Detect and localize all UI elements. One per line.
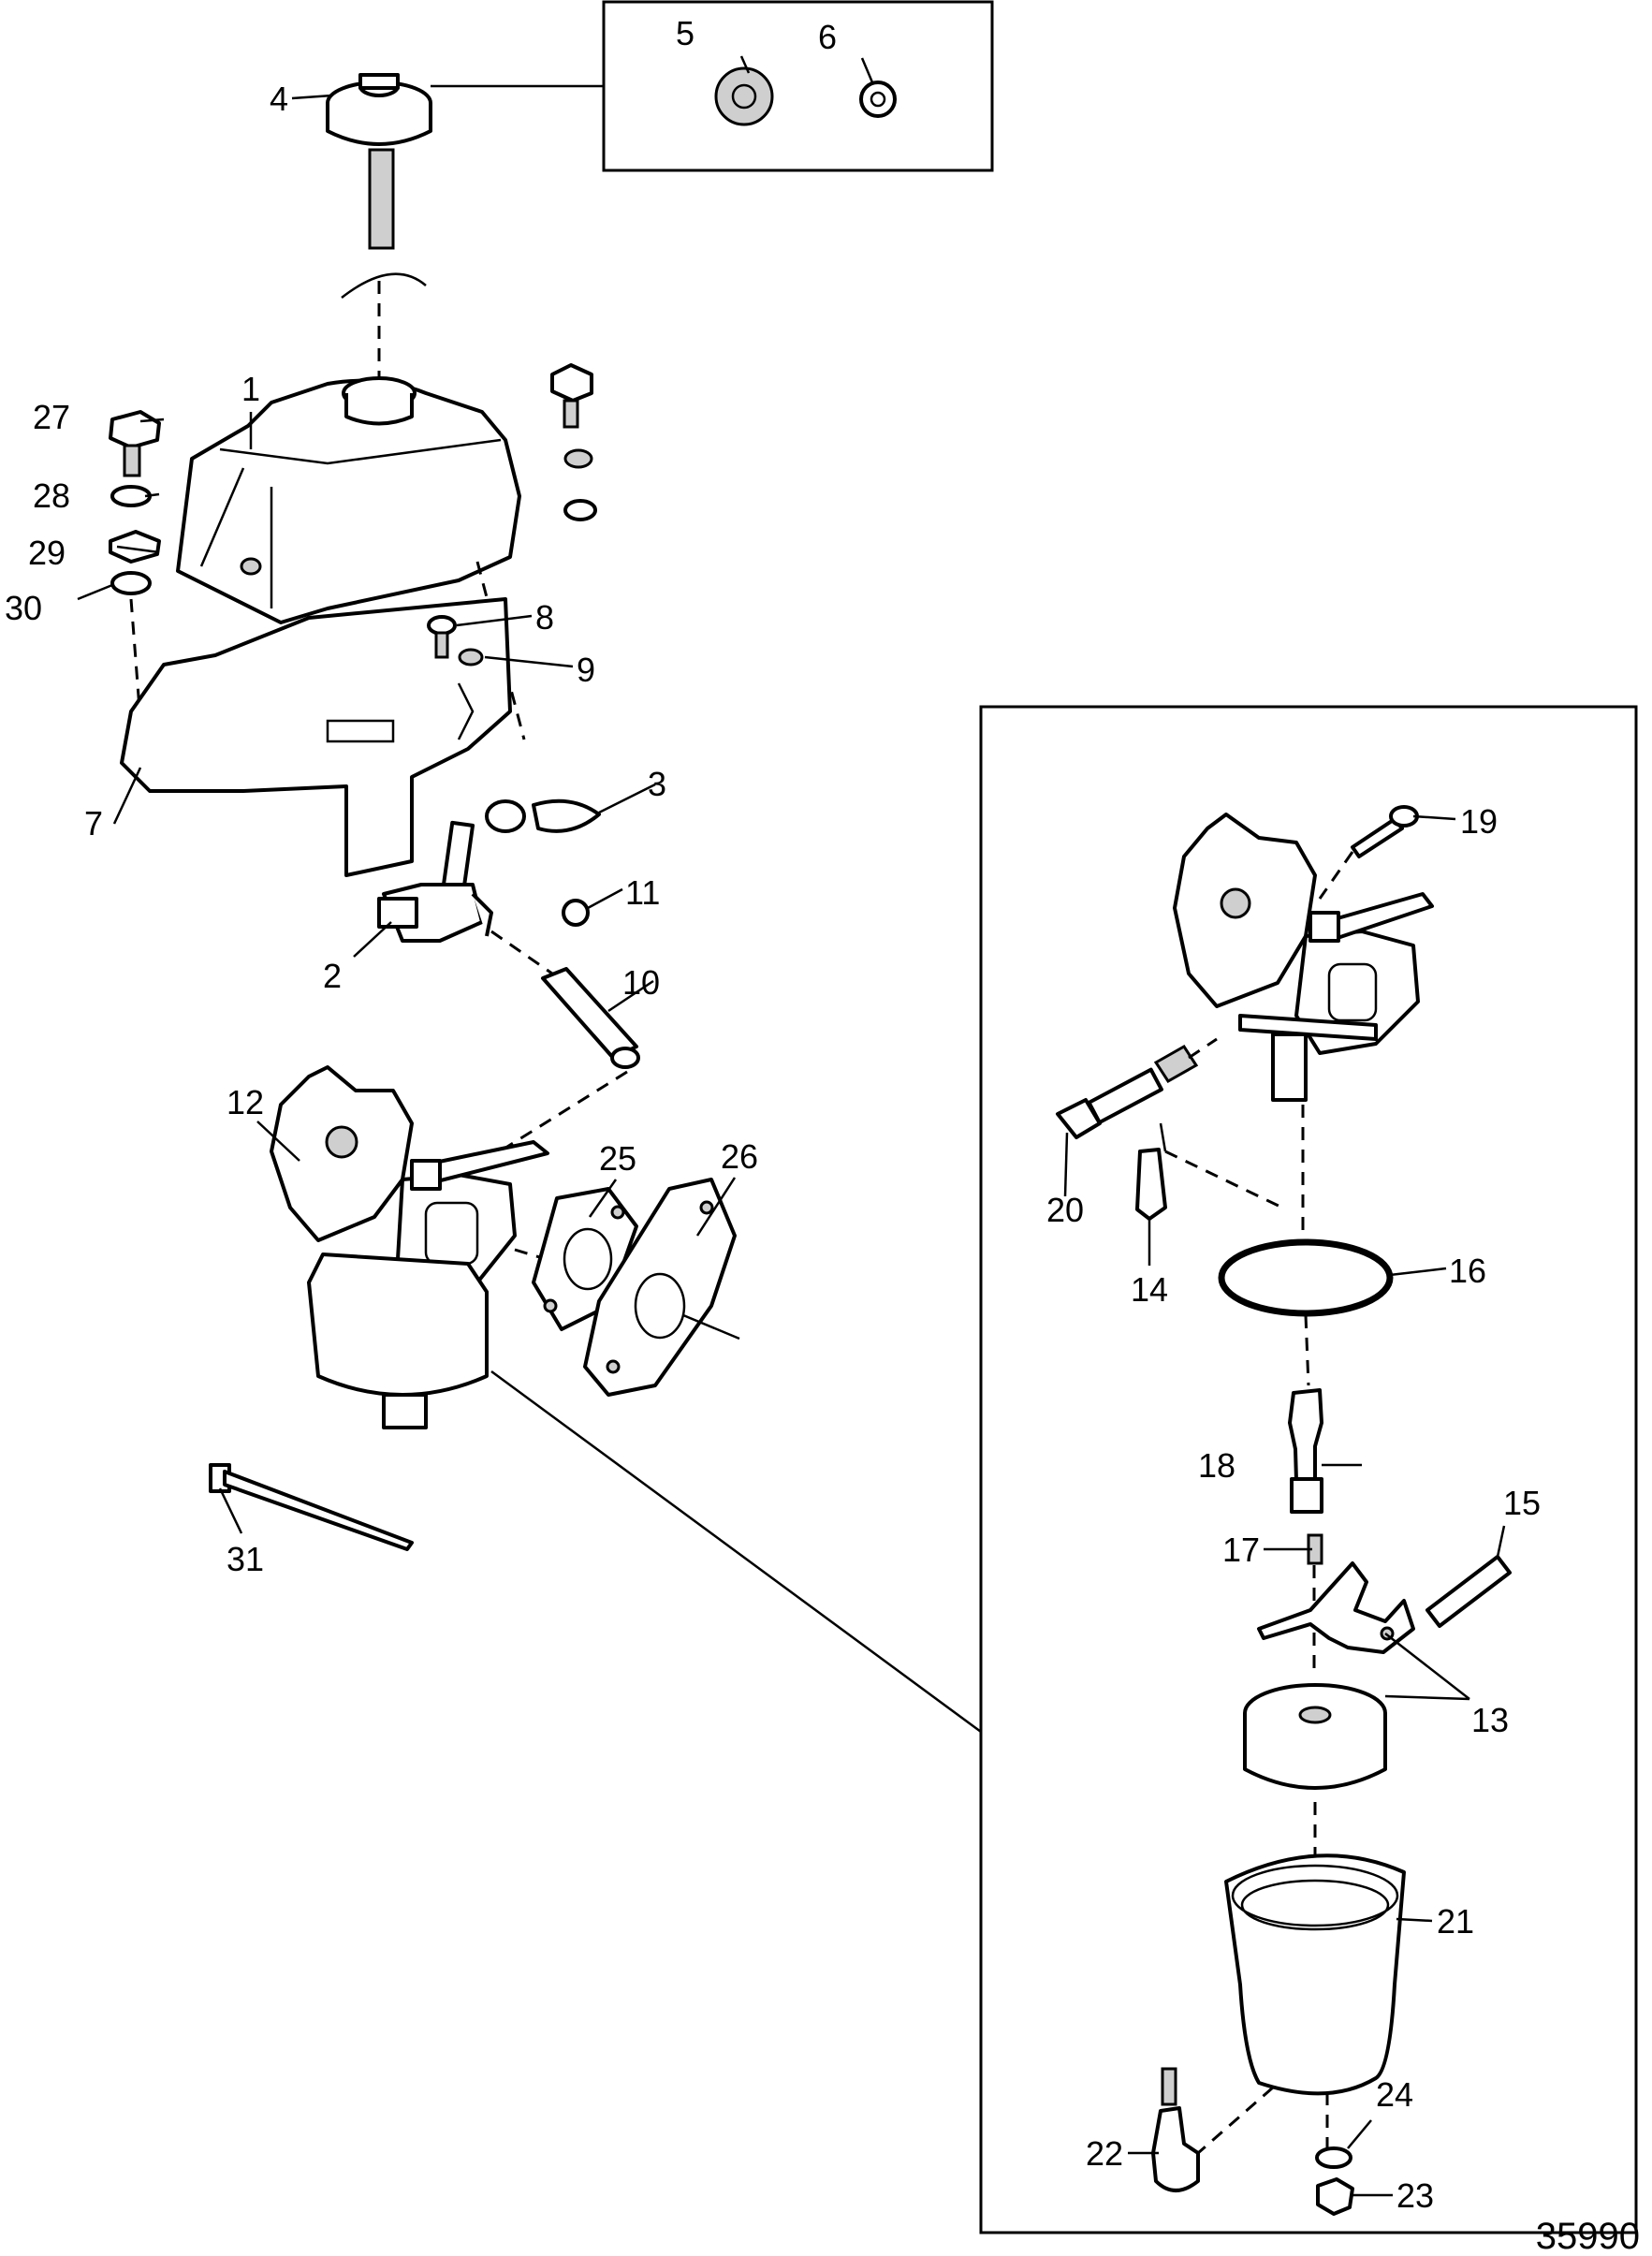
callout-3: 3 xyxy=(648,765,666,803)
callout-1: 1 xyxy=(241,370,260,408)
gasket-axis xyxy=(682,1313,740,1340)
fuel-cap-part xyxy=(326,73,432,299)
bowl-gasket-part xyxy=(1218,1238,1394,1317)
callout-16: 16 xyxy=(1449,1252,1486,1290)
main-jet-part xyxy=(1288,1388,1323,1514)
linkage-rod-part xyxy=(209,1463,414,1551)
fuel-tank-part xyxy=(176,376,521,624)
callout-22: 22 xyxy=(1086,2134,1123,2173)
figure-number: 35990 xyxy=(1536,2216,1640,2256)
callout-20: 20 xyxy=(1046,1191,1084,1229)
leader-lines xyxy=(77,55,1506,2197)
bowl-washer-part xyxy=(1315,2146,1352,2169)
callout-14: 14 xyxy=(1131,1270,1168,1309)
carburetor-detail-box xyxy=(979,705,1638,2234)
callout-24: 24 xyxy=(1376,2075,1413,2114)
insulator-plate-part xyxy=(583,1178,737,1397)
drain-screw-part xyxy=(1151,2067,1200,2192)
callout-27: 27 xyxy=(33,398,70,436)
callout-11: 11 xyxy=(625,873,660,912)
callout-5: 5 xyxy=(676,14,694,52)
hose-clamp-part xyxy=(485,798,601,833)
screw-axis xyxy=(1318,851,1354,900)
cap-gasket-part xyxy=(714,66,774,126)
callout-28: 28 xyxy=(33,476,70,515)
float-pin-part xyxy=(1425,1555,1512,1628)
bowl-drain-axis xyxy=(1197,2086,1274,2155)
tank-nut-part xyxy=(110,571,152,595)
callout-26: 26 xyxy=(721,1137,758,1176)
needle-axis-b xyxy=(1159,1122,1167,1152)
fuel-line-part xyxy=(541,967,640,1069)
valve-to-hose-axis xyxy=(490,930,553,975)
callout-30: 30 xyxy=(5,589,42,627)
body-axis-b xyxy=(1304,1314,1310,1386)
callout-10: 10 xyxy=(622,963,660,1002)
float-part xyxy=(1243,1683,1387,1790)
callout-23: 23 xyxy=(1396,2176,1434,2215)
callout-9: 9 xyxy=(577,651,595,689)
fuel-valve-part xyxy=(377,820,493,943)
idle-screw-axis xyxy=(1188,1037,1218,1060)
float-hinge-part xyxy=(1257,1561,1415,1654)
cap-seal-part xyxy=(859,81,897,118)
float-needle-part xyxy=(1135,1148,1167,1221)
callout-18: 18 xyxy=(1198,1446,1235,1485)
right-mount-hardware xyxy=(550,363,597,521)
throttle-screw-part xyxy=(1351,805,1419,858)
carburetor-body-detail-part xyxy=(1173,813,1434,1102)
callout-17: 17 xyxy=(1222,1531,1260,1569)
hose-clip-part xyxy=(562,899,590,927)
idle-screw-part xyxy=(1056,1044,1199,1139)
callout-6: 6 xyxy=(818,18,837,56)
callout-19: 19 xyxy=(1460,802,1498,841)
carburetor-detail-leader xyxy=(490,1370,982,1734)
callout-31: 31 xyxy=(227,1540,264,1578)
carburetor-part xyxy=(270,1065,549,1429)
float-bowl-part xyxy=(1224,1853,1406,2096)
tank-washer-part xyxy=(110,485,152,507)
callout-8: 8 xyxy=(535,598,554,637)
callout-2: 2 xyxy=(323,957,342,995)
carb-to-gasket-axis xyxy=(514,1248,563,1266)
callout-4: 4 xyxy=(270,80,288,118)
callout-25: 25 xyxy=(599,1139,636,1178)
bracket-screw-part xyxy=(427,615,457,659)
callout-labels: 1 2 3 4 5 6 7 8 9 10 11 12 13 14 15 16 1… xyxy=(5,14,1541,2215)
callout-29: 29 xyxy=(28,534,66,572)
callout-13: 13 xyxy=(1471,1701,1509,1739)
callout-21: 21 xyxy=(1437,1902,1474,1941)
needle-axis xyxy=(1164,1150,1283,1209)
bracket-washer-part xyxy=(458,648,484,667)
bowl-bolt-part xyxy=(1316,2177,1354,2216)
callout-7: 7 xyxy=(84,804,103,842)
tank-bracket-part xyxy=(120,597,512,877)
tank-grommet-part xyxy=(109,530,161,564)
callout-15: 15 xyxy=(1503,1484,1541,1522)
callout-12: 12 xyxy=(227,1083,264,1121)
fuel-cap-detail-box xyxy=(602,0,994,172)
